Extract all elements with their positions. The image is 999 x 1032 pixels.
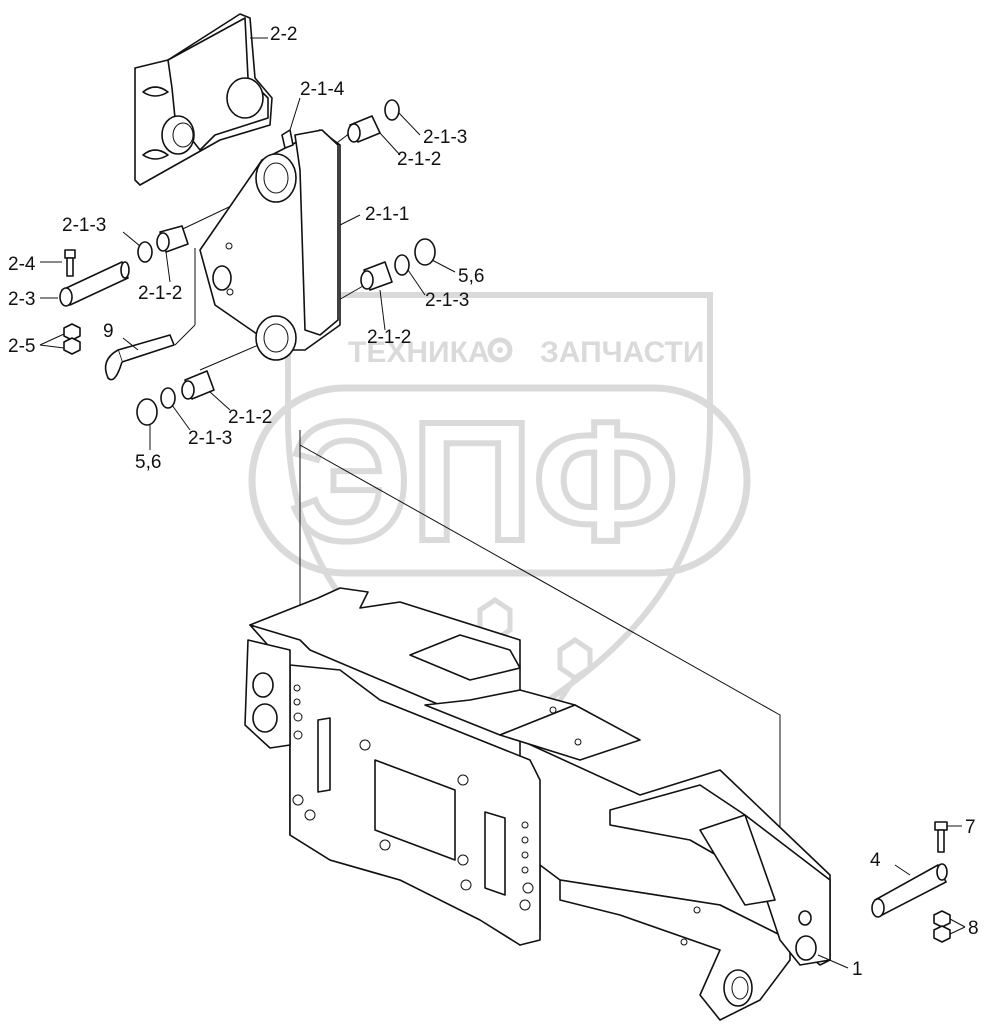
label-2-1-3-left: 2-1-3 xyxy=(62,215,106,236)
label-2-1-2-left: 2-1-2 xyxy=(138,283,182,304)
bushing-2-1-2-left xyxy=(156,225,189,253)
watermark-big-text: ЭПФ xyxy=(290,387,678,577)
nut-2-5 xyxy=(63,323,81,355)
label-2-1-3-bottom: 2-1-3 xyxy=(188,428,232,449)
ring-2-1-3-bottom xyxy=(160,387,176,409)
label-2-1-2-bottom: 2-1-2 xyxy=(228,407,272,428)
bushing-2-1-2-top xyxy=(347,115,381,143)
grease-nipple-2-1-4 xyxy=(281,129,294,149)
bolt-7 xyxy=(934,821,948,853)
label-2-4: 2-4 xyxy=(8,254,36,275)
label-2-1-3-top: 2-1-3 xyxy=(423,127,467,148)
label-1: 1 xyxy=(852,959,863,980)
pin-4 xyxy=(871,863,948,918)
bracket-plate-2-2 xyxy=(134,13,273,186)
bolt-2-4 xyxy=(64,249,76,277)
bushing-2-1-2-bottom xyxy=(181,370,215,400)
label-leaders xyxy=(39,37,966,969)
label-8: 8 xyxy=(968,918,979,939)
link-arm-2-1-1 xyxy=(199,129,341,361)
main-frame-1 xyxy=(244,587,831,1021)
label-4: 4 xyxy=(870,850,881,871)
label-7: 7 xyxy=(965,817,976,838)
ring-2-1-3-left xyxy=(137,241,153,263)
ring-2-1-3-mid xyxy=(394,254,410,276)
label-5-6-bottom: 5,6 xyxy=(135,452,161,473)
label-2-2: 2-2 xyxy=(270,24,297,45)
pin-2-3 xyxy=(59,261,130,307)
label-2-1-2-mid: 2-1-2 xyxy=(367,327,411,348)
nut-8 xyxy=(933,910,951,943)
washer-5-6-mid xyxy=(414,238,436,266)
label-2-1-3-mid: 2-1-3 xyxy=(425,290,469,311)
watermark-top-left-text: ТЕХНИКА xyxy=(348,336,490,369)
label-2-1-2-top: 2-1-2 xyxy=(397,149,441,170)
label-9: 9 xyxy=(103,321,114,342)
label-2-1-1: 2-1-1 xyxy=(365,204,409,225)
gear-icon xyxy=(487,337,513,363)
part-labels: 2-2 2-1-4 2-1-3 2-1-2 2-1-1 2-1-3 2-4 2-… xyxy=(8,24,979,980)
lock-pin-9 xyxy=(104,334,175,381)
watermark-top-right-text: ЗАПЧАСТИ xyxy=(540,336,704,369)
label-2-1-4: 2-1-4 xyxy=(300,79,345,100)
label-2-5: 2-5 xyxy=(8,336,35,357)
watermark: ТЕХНИКА ЗАПЧАСТИ ЭПФ xyxy=(248,292,751,735)
label-2-3: 2-3 xyxy=(8,289,35,310)
washer-5-6-bottom xyxy=(136,398,158,426)
bushing-2-1-2-mid xyxy=(360,261,393,291)
watermark-oval xyxy=(248,384,751,577)
label-5-6-mid: 5,6 xyxy=(458,266,484,287)
ring-2-1-3-top xyxy=(384,99,400,121)
